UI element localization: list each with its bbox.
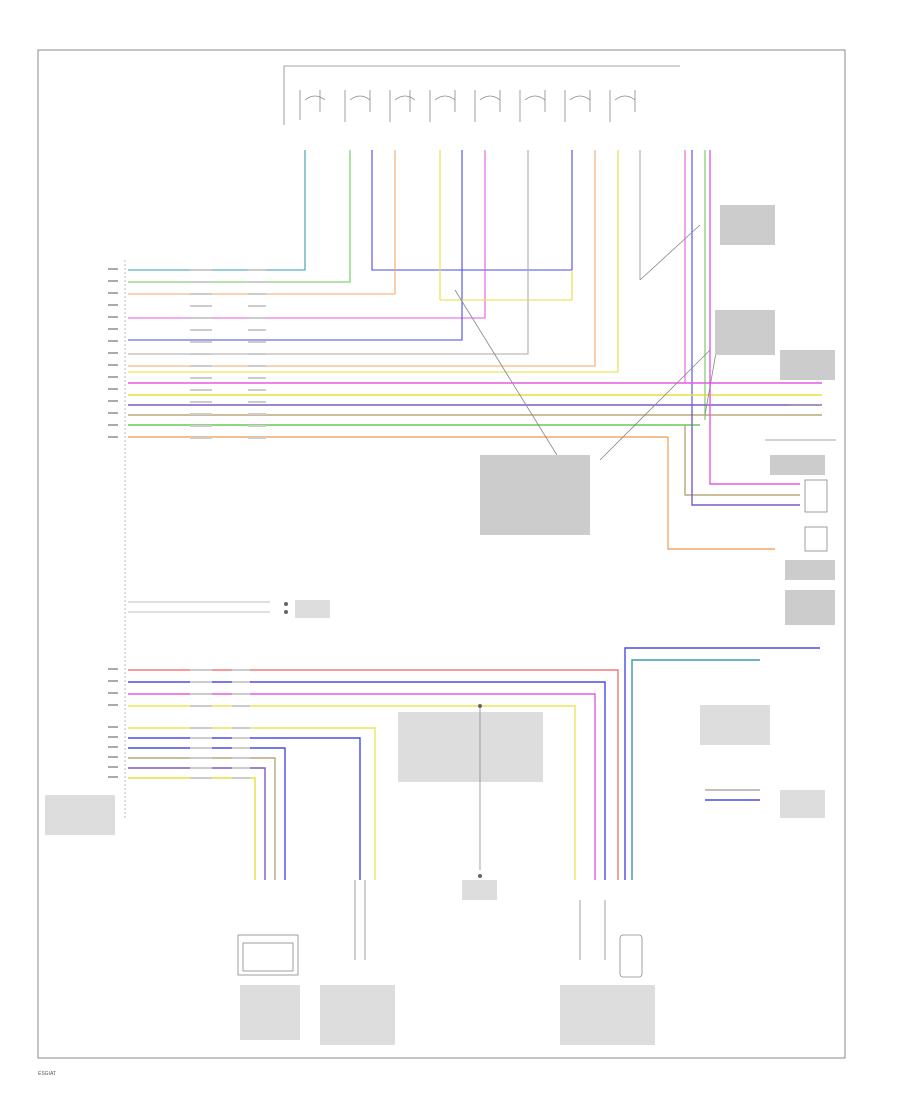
mid-connector: [128, 600, 330, 618]
lower-harness-wires: [128, 647, 820, 880]
speed-sensor-components: [454, 224, 836, 552]
solenoid-wires: [128, 150, 706, 420]
lower-label-blocks: [240, 880, 655, 1045]
right-upper-label-blocks: [480, 205, 835, 625]
upper-pin-labels: [108, 268, 266, 439]
lower-pin-labels: [45, 668, 825, 835]
diagram-frame: [37, 49, 846, 1059]
upper-harness-wires: [128, 150, 822, 550]
transmission-solenoid-block: [283, 65, 680, 125]
diagram-code: ESGIAT: [38, 1071, 56, 1077]
lower-components: [237, 704, 643, 978]
